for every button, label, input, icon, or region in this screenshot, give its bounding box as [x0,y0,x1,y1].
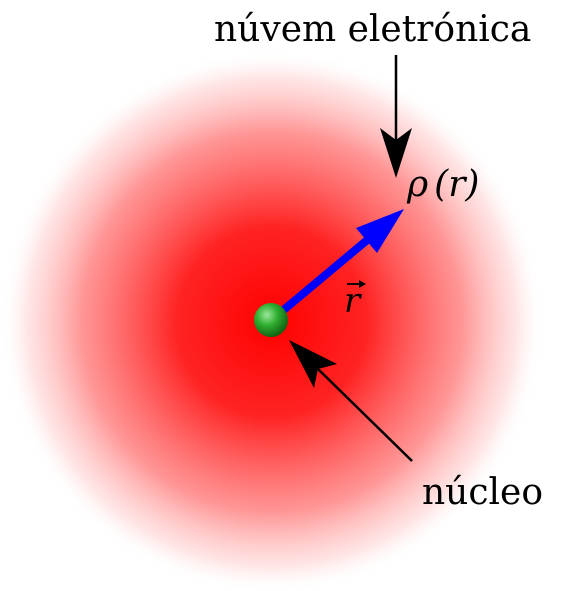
cloud-pointer-arrow [380,55,412,178]
radius-vector-arrow [270,209,404,322]
density-label: ρ(r) [406,164,479,205]
nucleus-pointer-arrow [289,340,413,462]
radius-vector-label: r [344,281,362,321]
nucleus-sphere [254,303,288,337]
density-symbol: ρ [406,164,428,205]
nucleus-label: núcleo [422,472,543,513]
cloud-label: núvem eletrónica [214,9,531,50]
density-argument: (r) [434,164,479,205]
vector-arrow-accent-icon [347,280,366,288]
radius-vector-label-group: r [344,280,366,321]
